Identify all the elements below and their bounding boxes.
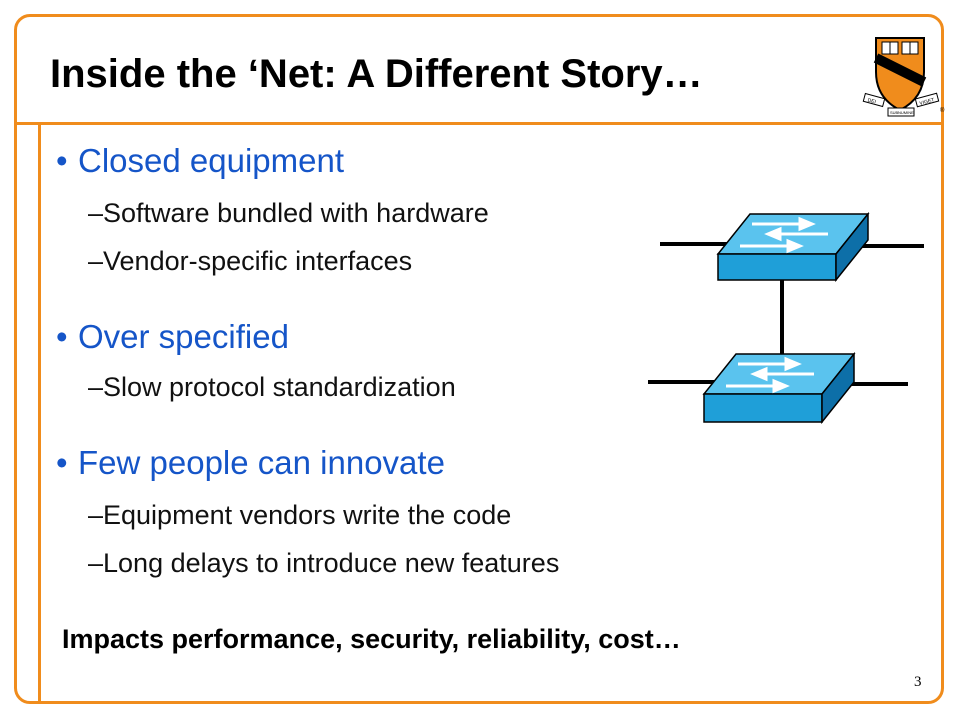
bullet-marker: •: [56, 318, 68, 355]
left-rule: [38, 122, 41, 704]
page-number: 3: [914, 674, 922, 690]
bullet-heading: Over specified: [78, 318, 289, 355]
motto-word: VIGET: [919, 97, 935, 107]
bullet-over-specified: • Over specified: [56, 318, 289, 356]
bullet-closed-equipment: • Closed equipment: [56, 142, 344, 180]
registered-mark: ®: [940, 107, 945, 114]
network-switch-icon: [702, 351, 856, 425]
switch-diagram: [648, 211, 924, 425]
title-divider: [17, 122, 944, 125]
sub-bullet: –Long delays to introduce new features: [88, 548, 560, 578]
bullet-heading: Few people can innovate: [78, 444, 445, 481]
bullet-few-people: • Few people can innovate: [56, 444, 445, 482]
slide-title: Inside the ‘Net: A Different Story…: [50, 52, 703, 96]
motto-word: SUB: [890, 110, 899, 115]
sub-bullet: –Equipment vendors write the code: [88, 500, 512, 530]
bullet-marker: •: [56, 444, 68, 481]
slide-frame: [14, 14, 944, 704]
motto-word: NUMINE: [898, 110, 914, 115]
bullet-heading: Closed equipment: [78, 142, 344, 179]
princeton-shield-icon: DEI SUB NUMINE VIGET ®: [862, 37, 945, 117]
sub-bullet: –Vendor-specific interfaces: [88, 246, 413, 276]
motto-word: DEI: [867, 97, 877, 105]
footer-impacts: Impacts performance, security, reliabili…: [62, 624, 681, 654]
sub-bullet: –Slow protocol standardization: [88, 372, 456, 402]
network-switch-icon: [716, 211, 870, 283]
sub-bullet: –Software bundled with hardware: [88, 198, 489, 228]
bullet-marker: •: [56, 142, 68, 179]
